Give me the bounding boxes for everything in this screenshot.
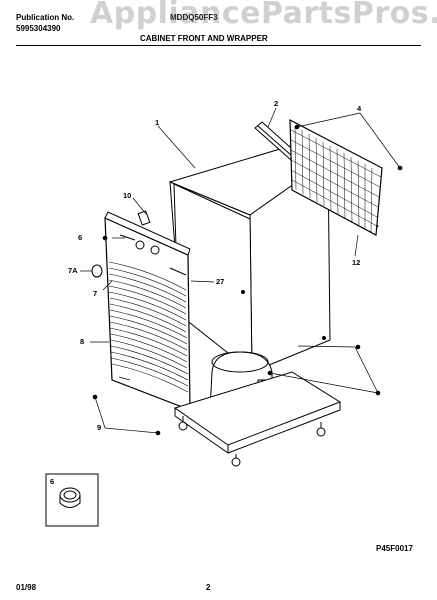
publication-label: Publication No. bbox=[16, 13, 75, 22]
footer-date: 01/98 bbox=[16, 583, 37, 592]
knob-detail-box bbox=[45, 473, 99, 527]
callout-7: 7 bbox=[93, 289, 98, 298]
knob-7a bbox=[91, 264, 103, 278]
figure-id: P45F0017 bbox=[376, 544, 413, 553]
callout-8: 8 bbox=[80, 337, 85, 346]
callout-4: 4 bbox=[357, 104, 362, 113]
screw-markers bbox=[92, 124, 403, 436]
callout-2: 2 bbox=[274, 99, 279, 108]
callout-12: 12 bbox=[352, 258, 361, 267]
callout-7a: 7A bbox=[68, 266, 78, 275]
model-number: MDDQ50FF3 bbox=[170, 13, 218, 22]
section-title: CABINET FRONT AND WRAPPER bbox=[140, 34, 268, 43]
callout-27: 27 bbox=[216, 277, 225, 286]
leader-lines bbox=[80, 107, 401, 434]
condenser-grille bbox=[289, 118, 383, 236]
callout-1: 1 bbox=[155, 118, 160, 127]
callout-9: 9 bbox=[97, 423, 102, 432]
callout-6-box: 6 bbox=[50, 477, 55, 486]
header-rule bbox=[16, 45, 421, 46]
callout-10: 10 bbox=[123, 191, 132, 200]
base-pan bbox=[173, 371, 342, 467]
callout-6: 6 bbox=[78, 233, 83, 242]
footer-page: 2 bbox=[206, 583, 211, 592]
watermark: AppliancePartsPros.com bbox=[90, 0, 437, 31]
publication-number: 5995304390 bbox=[16, 24, 61, 33]
